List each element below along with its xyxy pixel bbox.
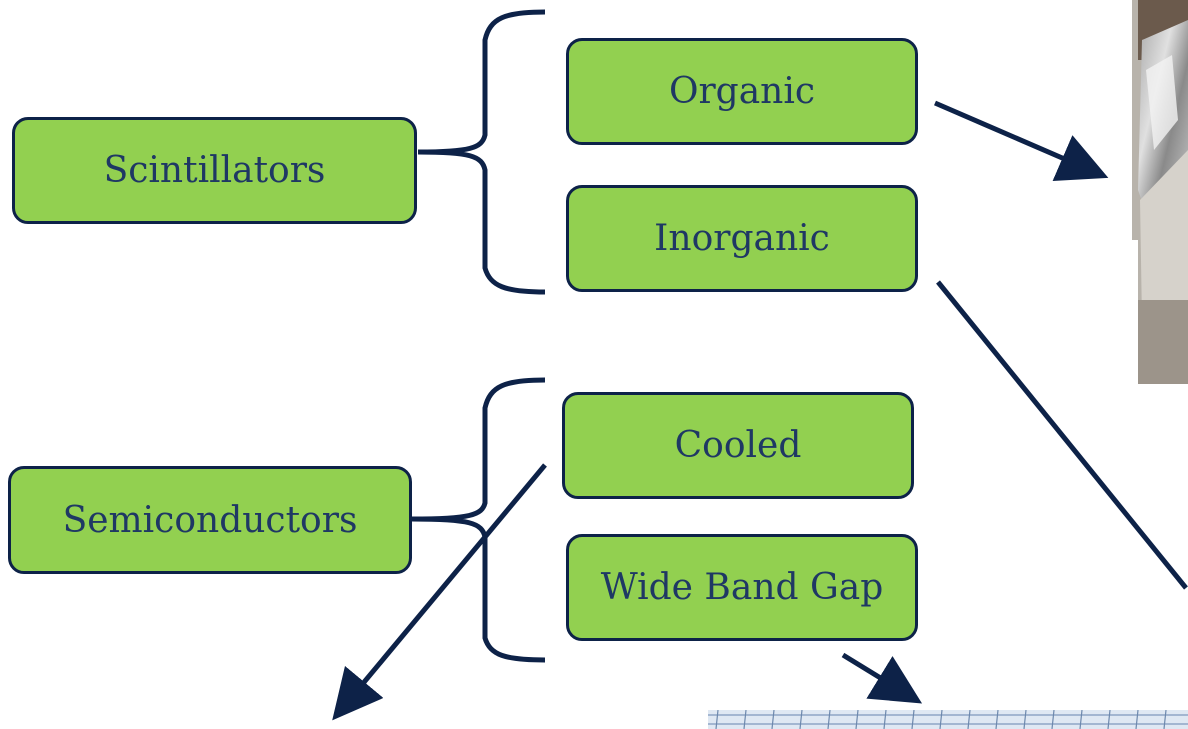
semiconductors-box: Semiconductors	[8, 466, 412, 574]
semiconductors-brace	[411, 377, 546, 663]
organic-box: Organic	[566, 38, 918, 145]
wide-band-gap-photo	[708, 710, 1188, 729]
inorganic-box: Inorganic	[566, 185, 918, 292]
scintillators-brace	[417, 9, 546, 295]
scintillators-box: Scintillators	[12, 117, 417, 224]
cooled-arrow	[332, 463, 547, 721]
wide-band-gap-arrow	[841, 652, 923, 704]
organic-detector-photo	[1132, 0, 1188, 384]
wide-band-gap-box: Wide Band Gap	[566, 534, 918, 641]
inorganic-arrow	[936, 280, 1188, 590]
organic-arrow	[934, 100, 1109, 182]
cooled-box: Cooled	[562, 392, 914, 499]
